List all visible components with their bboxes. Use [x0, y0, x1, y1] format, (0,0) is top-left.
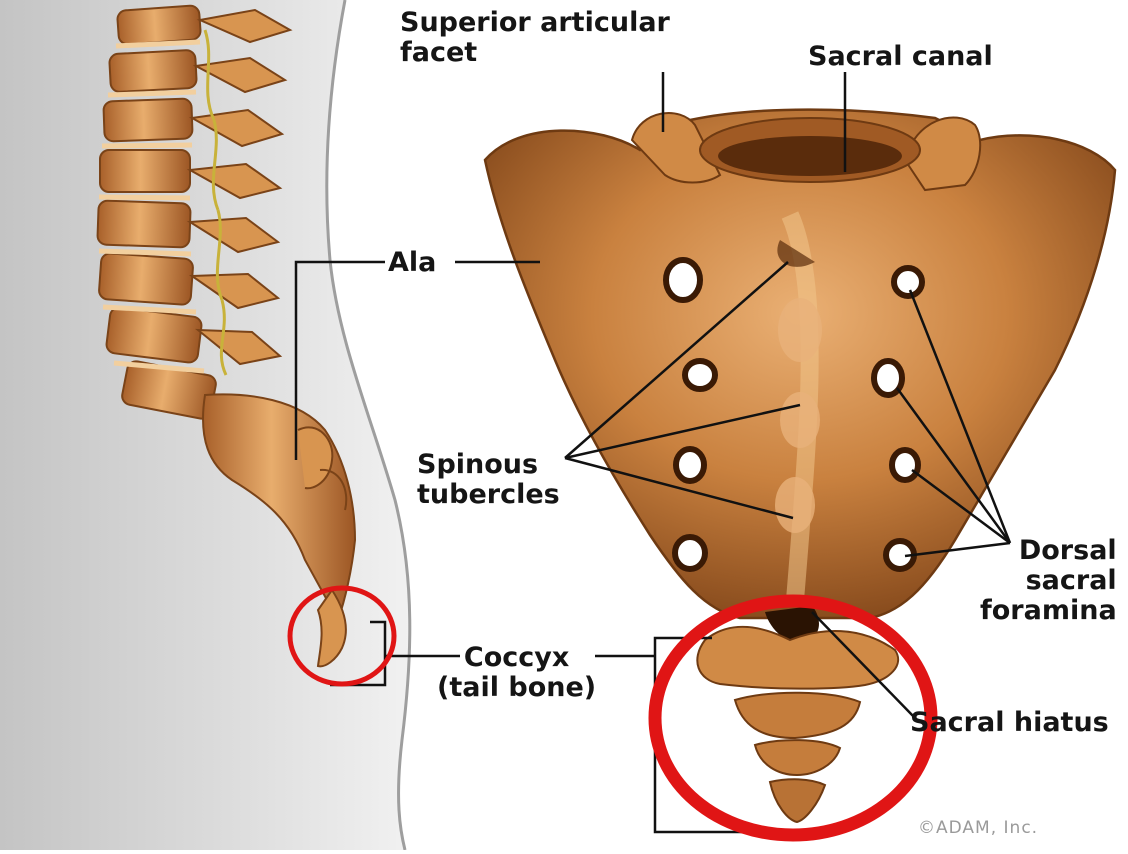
label-sacral-hiatus: Sacral hiatus: [910, 708, 1109, 738]
label-ala: Ala: [388, 248, 436, 278]
label-spinous-tubercles: Spinous tubercles: [417, 450, 560, 510]
label-superior-articular-facet: Superior articular facet: [400, 8, 670, 68]
label-dorsal-sacral-foramina: Dorsal sacral foramina: [980, 536, 1117, 626]
adam-copyright-watermark: ©ADAM, Inc.: [918, 818, 1038, 838]
label-sacral-canal: Sacral canal: [808, 42, 993, 72]
label-coccyx: Coccyx (tail bone): [437, 643, 596, 703]
